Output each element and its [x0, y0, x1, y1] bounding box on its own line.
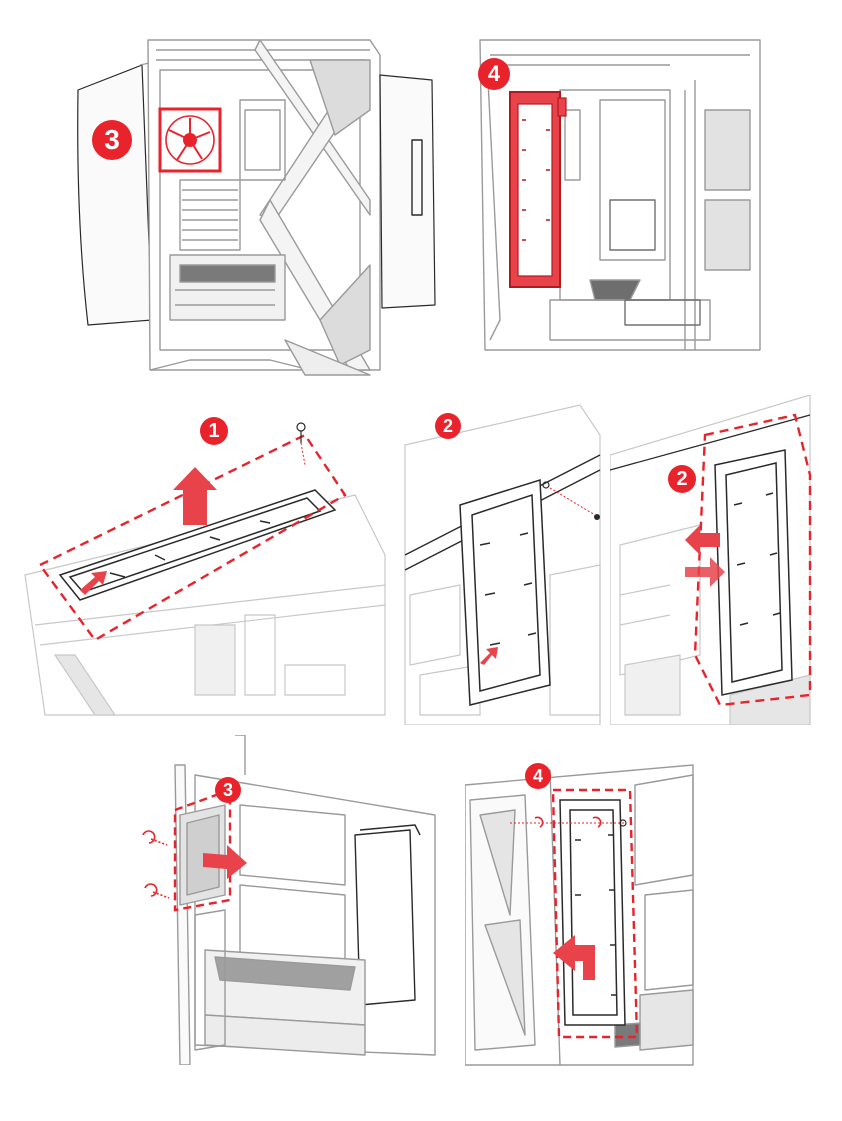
panel-bracket-removal-final: 4 — [465, 745, 695, 1070]
fan-removal-illustration — [135, 735, 455, 1065]
step-badge: 1 — [200, 417, 228, 445]
rotate-screw-icon — [145, 884, 169, 898]
panel-case-bracket: 4 — [470, 20, 770, 360]
panel-top-bracket-removal: 1 — [15, 395, 395, 725]
step-badge: 2 — [435, 413, 461, 439]
bracket-slide-illustration — [610, 395, 815, 725]
step-badge: 3 — [215, 777, 241, 803]
side-bracket — [560, 800, 625, 1025]
case-illustration-interior — [470, 20, 770, 360]
bracket-screw-illustration — [400, 395, 605, 725]
step-badge: 4 — [525, 763, 551, 789]
step-badge: 2 — [668, 465, 696, 493]
bracket-removal-illustration — [465, 745, 695, 1070]
panel-bracket-slide: 2 — [610, 395, 815, 725]
highlighted-fan — [160, 109, 220, 171]
panel-fan-removal-side: 3 — [135, 735, 455, 1065]
top-bracket-illustration — [15, 395, 395, 725]
step-badge: 4 — [478, 58, 510, 90]
step-badge: 3 — [92, 120, 132, 160]
panel-case-fan-removal: 3 — [70, 20, 445, 380]
rotate-screw-icon — [143, 831, 167, 845]
screw-icon — [297, 423, 305, 465]
side-bracket — [715, 450, 792, 695]
screw-icon — [594, 514, 600, 520]
panel-bracket-screw: 2 — [400, 395, 605, 725]
side-bracket — [460, 480, 550, 705]
case-illustration-front — [70, 20, 445, 380]
highlighted-radiator-bracket — [510, 92, 566, 287]
